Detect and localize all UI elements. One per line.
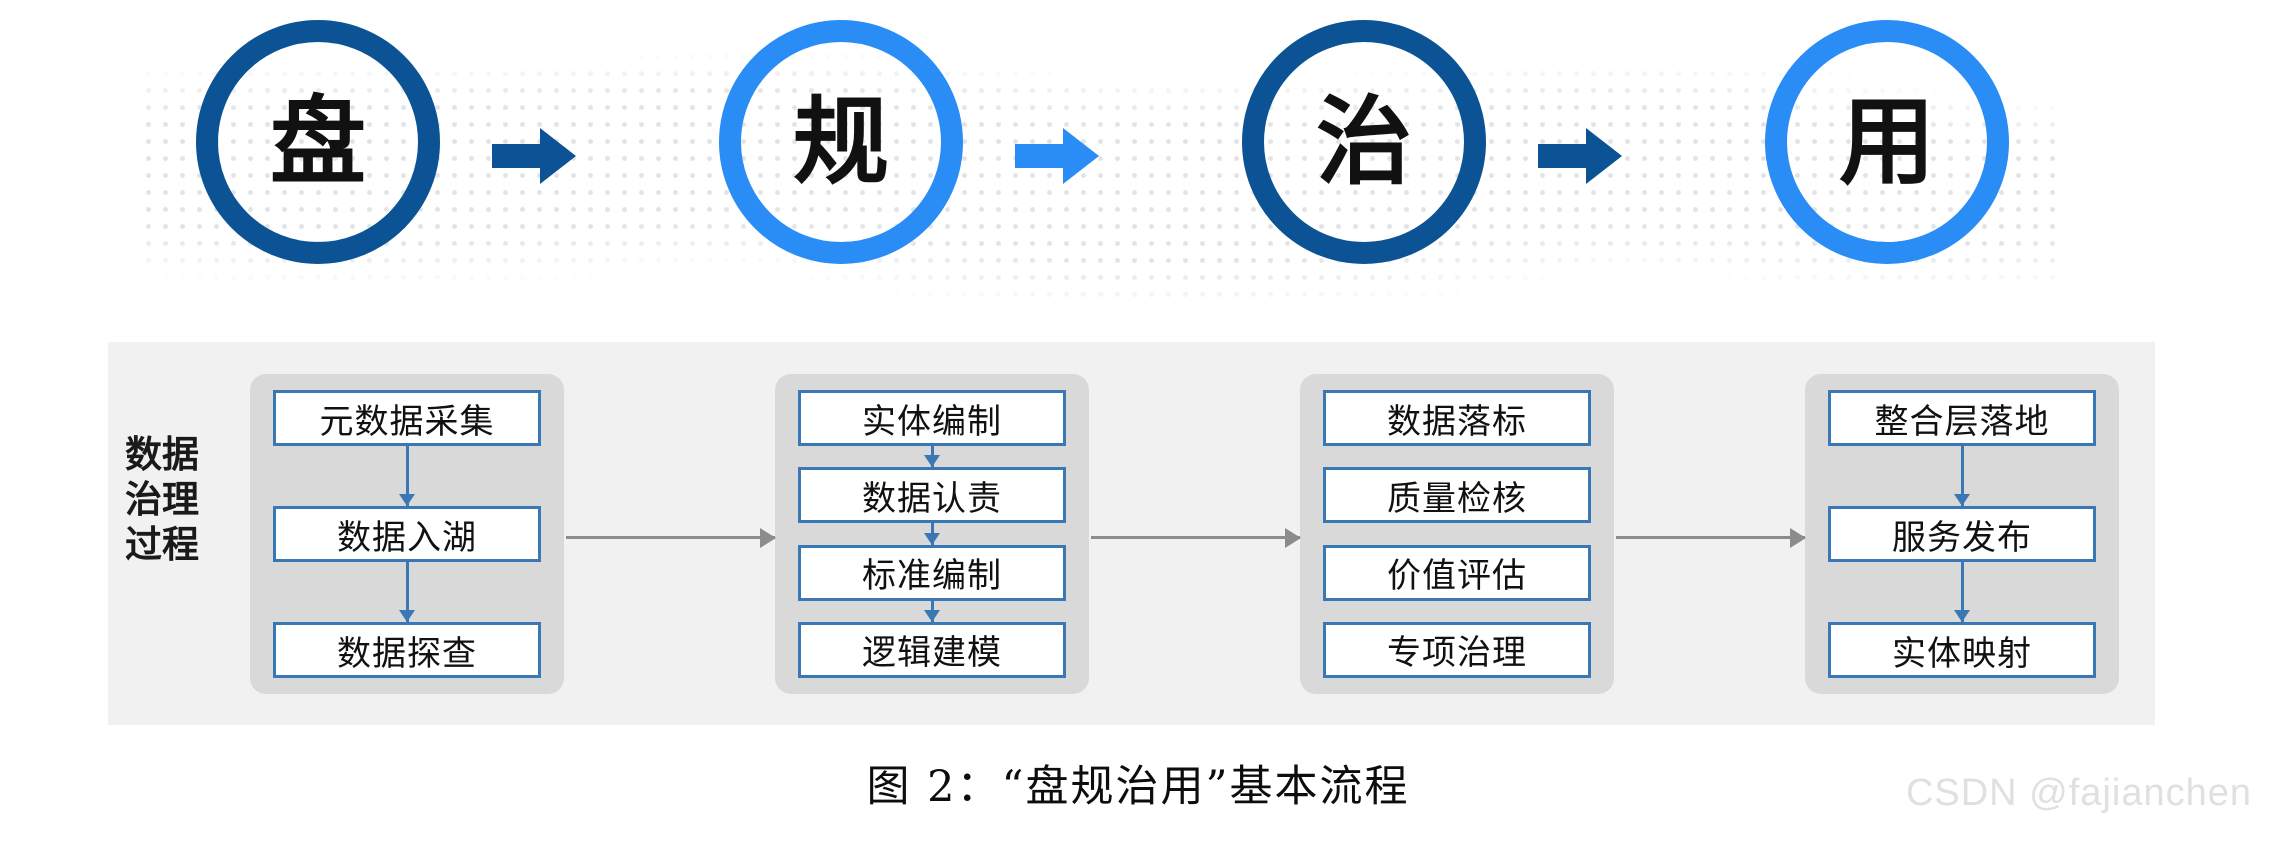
- step-box[interactable]: 专项治理: [1323, 621, 1591, 678]
- step-box[interactable]: 实体映射: [1828, 622, 2096, 678]
- step-box[interactable]: 数据认责: [798, 467, 1066, 524]
- step-box[interactable]: 质量检核: [1323, 467, 1591, 524]
- group-gui: 实体编制 数据认责 标准编制 逻辑建模: [775, 374, 1089, 694]
- group-connector-2-icon: [1091, 528, 1301, 548]
- stage-arrow-2-icon: [1015, 128, 1099, 184]
- arrow-head: [540, 128, 576, 184]
- csdn-watermark: CSDN @fajianchen: [1905, 772, 2252, 814]
- step-box[interactable]: 逻辑建模: [798, 621, 1066, 678]
- down-arrow-icon: [924, 446, 940, 468]
- stage-circle-zhi-label: 治: [1316, 86, 1412, 198]
- step-box[interactable]: 价值评估: [1323, 544, 1591, 601]
- down-arrow-icon: [924, 523, 940, 545]
- arrow-shaft: [1015, 144, 1067, 168]
- step-box[interactable]: 数据探查: [273, 622, 541, 678]
- stage-circle-pan[interactable]: 盘: [196, 20, 440, 264]
- step-box[interactable]: 整合层落地: [1828, 390, 2096, 446]
- step-box[interactable]: 服务发布: [1828, 506, 2096, 562]
- arrow-head: [1586, 128, 1622, 184]
- process-panel-label: 数据治理过程: [125, 434, 199, 566]
- arrow-shaft: [1538, 144, 1590, 168]
- arrow-shaft: [492, 144, 544, 168]
- figure-caption: 图 2：“盘规治用”基本流程: [866, 762, 1410, 812]
- stage-circle-yong-label: 用: [1839, 86, 1935, 198]
- stage-row: 盘 规 治 用: [0, 0, 2276, 342]
- group-connector-1-icon: [566, 528, 776, 548]
- group-zhi: 数据落标 质量检核 价值评估 专项治理: [1300, 374, 1614, 694]
- step-box[interactable]: 实体编制: [798, 390, 1066, 446]
- step-box[interactable]: 数据入湖: [273, 506, 541, 562]
- down-arrow-icon: [1954, 562, 1970, 622]
- step-box[interactable]: 标准编制: [798, 544, 1066, 601]
- stage-circle-pan-label: 盘: [270, 86, 366, 198]
- stage-circle-zhi[interactable]: 治: [1242, 20, 1486, 264]
- arrow-head: [1063, 128, 1099, 184]
- group-yong: 整合层落地 服务发布 实体映射: [1805, 374, 2119, 694]
- group-connector-3-icon: [1616, 528, 1806, 548]
- stage-circle-gui-label: 规: [793, 86, 889, 198]
- stage-circle-yong[interactable]: 用: [1765, 20, 2009, 264]
- down-arrow-icon: [924, 600, 940, 622]
- down-arrow-icon: [399, 562, 415, 622]
- down-arrow-icon: [1954, 446, 1970, 506]
- stage-arrow-1-icon: [492, 128, 576, 184]
- group-pan: 元数据采集 数据入湖 数据探查: [250, 374, 564, 694]
- down-arrow-icon: [399, 446, 415, 506]
- step-box[interactable]: 数据落标: [1323, 390, 1591, 446]
- step-box[interactable]: 元数据采集: [273, 390, 541, 446]
- stage-arrow-3-icon: [1538, 128, 1622, 184]
- stage-circle-gui[interactable]: 规: [719, 20, 963, 264]
